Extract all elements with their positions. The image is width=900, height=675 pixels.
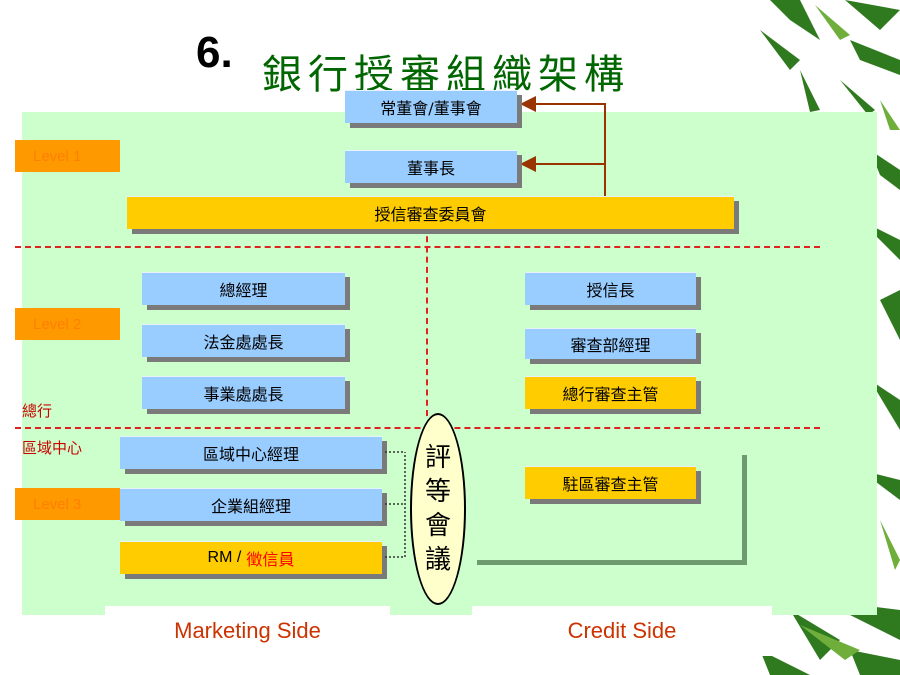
committee-char-4: 議 — [424, 545, 451, 575]
divider-head-office-regional — [15, 427, 820, 429]
regional-review-supervisor-box: 駐區審查主管 — [525, 466, 696, 499]
review-dept-manager-box: 審查部經理 — [525, 328, 696, 359]
chairman-box: 董事長 — [345, 150, 517, 183]
chief-credit-officer-box: 授信長 — [525, 272, 696, 305]
committee-char-2: 等 — [424, 477, 451, 507]
level-1-badge: Level 1 — [15, 140, 120, 172]
marketing-side-label: Marketing Side — [105, 606, 390, 656]
corp-finance-head-box: 法金處處長 — [142, 324, 345, 357]
divider-level1-level2 — [15, 246, 820, 248]
rm-credit-officer-box: RM / 徵信員 — [120, 541, 382, 574]
business-head-box: 事業處處長 — [142, 376, 345, 409]
head-office-label: 總行 — [22, 402, 53, 420]
general-manager-box: 總經理 — [142, 272, 345, 305]
credit-investigator-label: 徵信員 — [246, 550, 295, 569]
head-office-review-supervisor-box: 總行審查主管 — [525, 376, 696, 409]
divider-marketing-credit — [426, 226, 428, 416]
level-3-badge: Level 3 — [15, 488, 120, 520]
committee-char-1: 評 — [424, 443, 451, 473]
corporate-group-manager-box: 企業組經理 — [120, 488, 382, 521]
committee-char-3: 會 — [424, 511, 451, 541]
title-number: 6. — [196, 28, 233, 77]
board-box: 常董會/董事會 — [345, 90, 517, 123]
rm-label: RM / — [207, 549, 242, 566]
level-2-badge: Level 2 — [15, 308, 120, 340]
regional-center-label: 區域中心 — [22, 439, 83, 457]
credit-committee-box: 授信審查委員會 — [127, 196, 734, 229]
rating-committee-ellipse: 評 等 會 議 — [410, 413, 466, 605]
credit-side-label: Credit Side — [472, 606, 772, 656]
regional-center-manager-box: 區域中心經理 — [120, 436, 382, 469]
